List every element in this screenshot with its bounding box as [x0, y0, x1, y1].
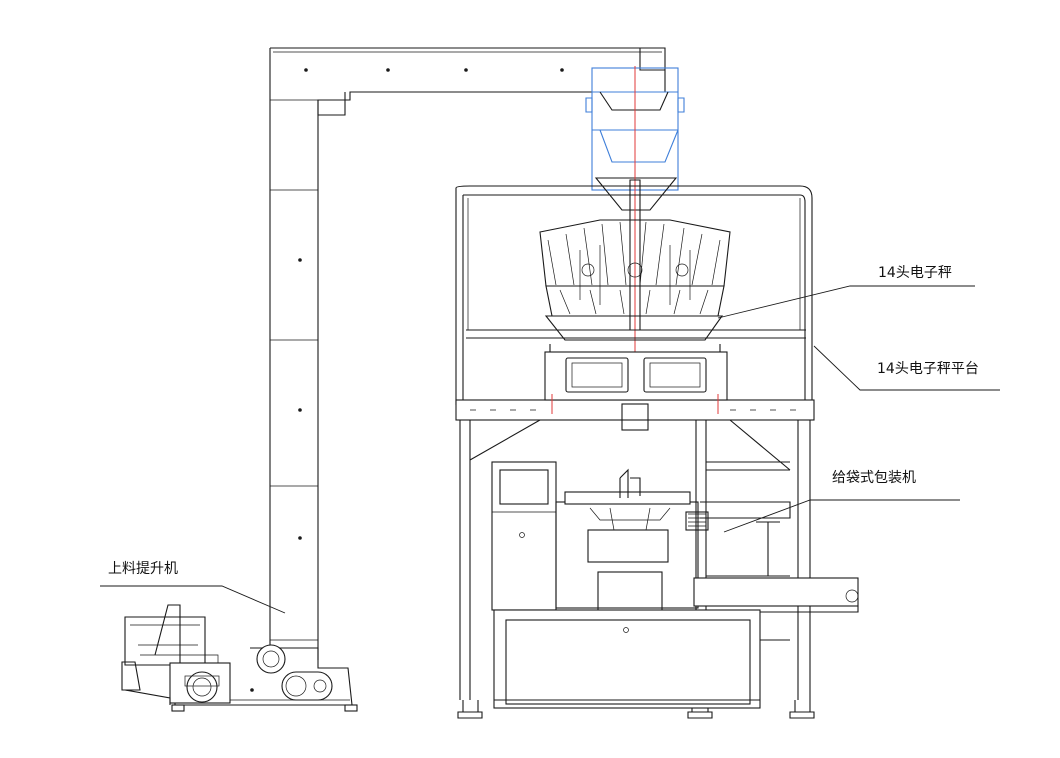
weigher-platform — [455, 185, 815, 719]
leader-packer — [723, 499, 960, 533]
multihead-weigher — [539, 179, 731, 431]
leader-elevator — [100, 585, 286, 614]
label-platform: 14头电子秤平台 — [877, 361, 979, 377]
leader-lines — [100, 285, 1000, 614]
buffer-hopper — [585, 66, 685, 420]
leader-platform — [813, 345, 1000, 391]
label-elevator: 上料提升机 — [108, 561, 178, 577]
packing-machine — [491, 461, 859, 709]
label-weigher: 14头电子秤 — [878, 265, 952, 281]
leader-weigher — [717, 285, 975, 319]
label-packer: 给袋式包装机 — [832, 470, 916, 486]
bucket-elevator — [121, 47, 666, 712]
